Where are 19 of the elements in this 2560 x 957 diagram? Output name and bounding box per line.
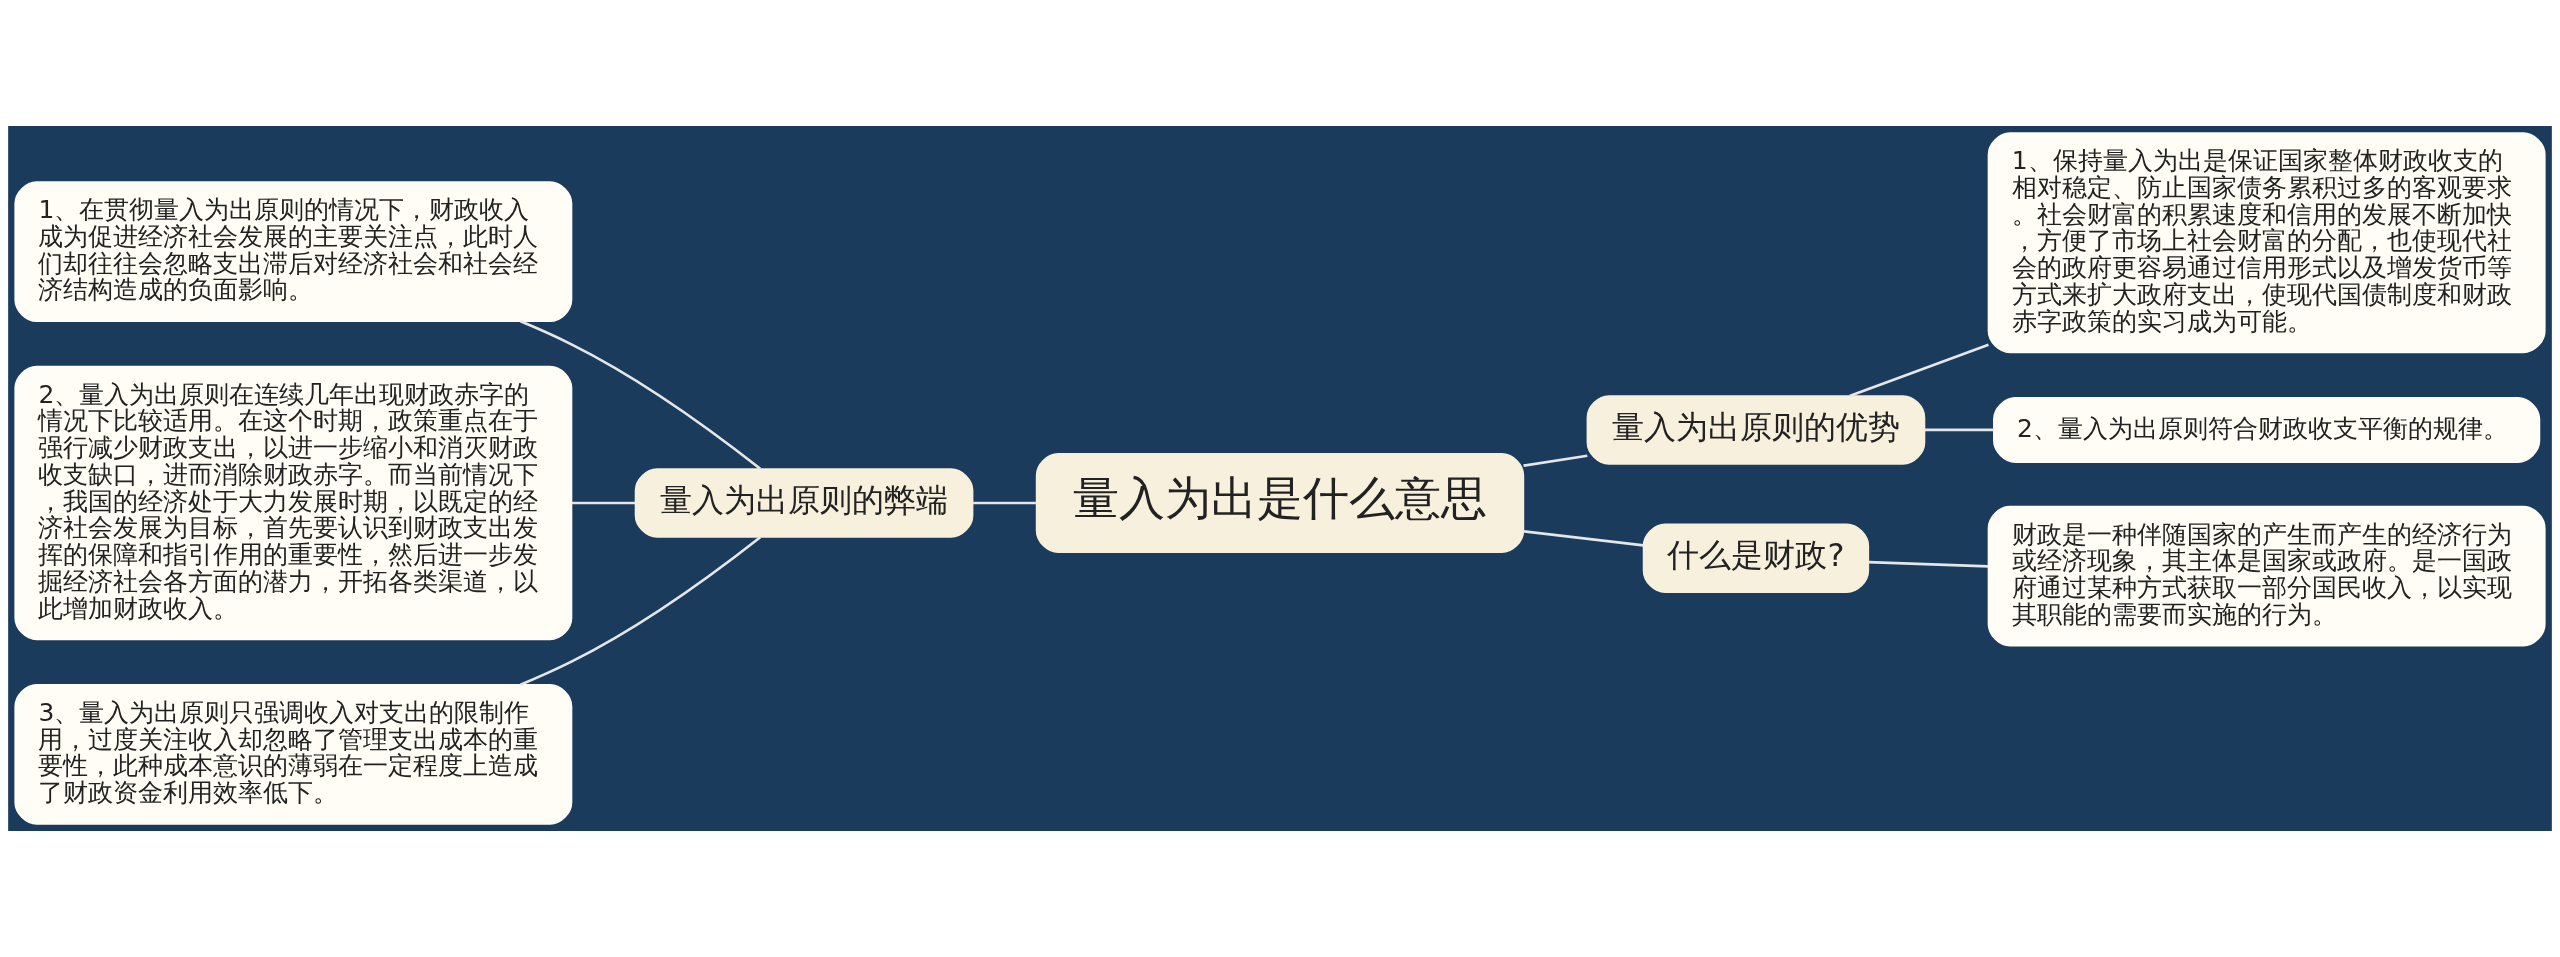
node-box: 量入为出是什么意思 xyxy=(1035,453,1525,553)
node-box: 什么是财政? xyxy=(1642,523,1870,594)
connector xyxy=(519,320,762,470)
connector xyxy=(1924,428,1994,432)
node-box: 2、量入为出原则符合财政收支平衡的规律。 xyxy=(1993,396,2541,463)
connector xyxy=(1523,454,1588,467)
connector xyxy=(571,501,636,505)
node-box: 1、在贯彻量入为出原则的情况下，财政收入成为促进经济社会发展的主要关注点，此时人们却往往会忽略支出滞后对经济社会和社会经济结构造成的负面影响。 xyxy=(14,181,573,323)
connector xyxy=(973,501,1036,505)
node-box: 量入为出原则的优势 xyxy=(1586,395,1926,465)
node-box: 3、量入为出原则只强调收入对支出的限制作用，过度关注收入却忽略了管理支出成本的重要性，此种成本意识的薄弱在一定程度上造成了财政资金利用效率低下。 xyxy=(14,683,573,825)
connector xyxy=(519,536,762,686)
connector xyxy=(1849,343,1989,398)
connector xyxy=(1523,529,1644,547)
node-box: 财政是一种伴随国家的产生而产生的经济行为或经济现象，其主体是国家或政府。是一国政府通过某种方式获取一部分国民收入，以实现其职能的需要而实施的行为。 xyxy=(1987,505,2546,647)
node-box: 1、保持量入为出是保证国家整体财政收支的相对稳定、防止国家债务累积过多的客观要求。社会财富的积累速度和信用的发展不断加快，方便了市场上社会财富的分配，也使现代社会的政府更容易通过信用形式以及增发货币等方式来扩大政府支出，使现代国债制度和财政赤字政策的实习成为可能。 xyxy=(1987,132,2546,354)
node-box: 量入为出原则的弊端 xyxy=(634,468,974,538)
node-box: 2、量入为出原则在连续几年出现财政赤字的情况下比较适用。在这个时期，政策重点在于强行减少财政支出，以进一步缩小和消灭财政收支缺口，进而消除财政赤字。而当前情况下，我国的经济处于大力发展时期，以既定的经济社会发展为目标，首先要认识到财政支出发挥的保障和指引作用的重要性，然后进一步发掘经济社会各方面的潜力，开拓各类渠道，以此增加财政收入。 xyxy=(14,365,573,641)
connector xyxy=(1868,560,1989,568)
